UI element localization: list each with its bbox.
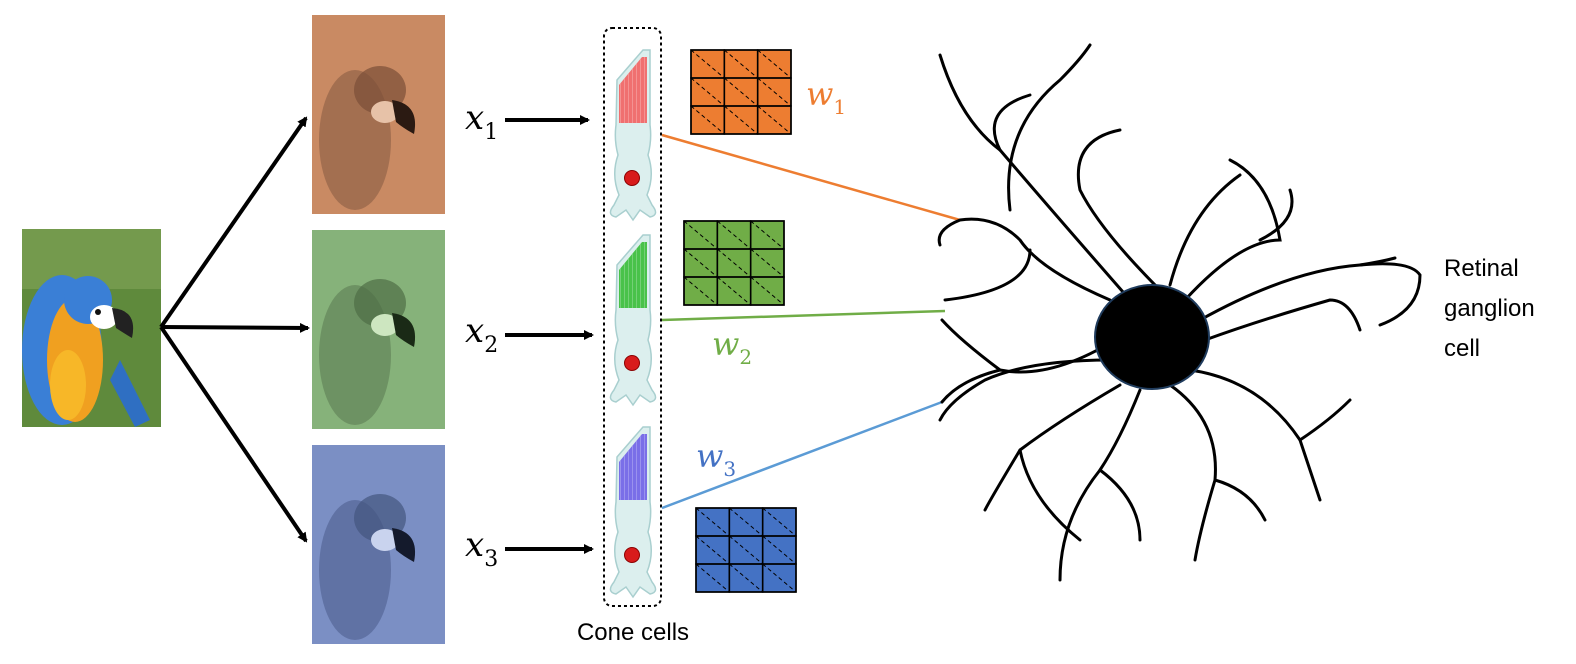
svg-text:x3: x3 (465, 525, 498, 572)
cone-cells-label: Cone cells (577, 619, 689, 646)
ganglion-label-line-3: cell (1444, 335, 1480, 362)
cone-nucleus-2 (624, 355, 640, 371)
connection-line-3 (661, 400, 943, 510)
weight-grid-1 (690, 49, 792, 135)
split-arrows (159, 116, 310, 543)
svg-text:w3: w3 (696, 437, 736, 481)
arrow-to-green-channel (160, 322, 310, 333)
svg-text:w1: w1 (806, 75, 846, 119)
svg-text:x2: x2 (465, 311, 498, 358)
cone-cells-box (603, 27, 662, 607)
blue-channel-image (312, 445, 445, 644)
red-channel-image (312, 15, 445, 214)
connection-line-2 (661, 309, 946, 322)
arrow-to-blue-channel (159, 325, 308, 543)
svg-text:w2: w2 (712, 325, 752, 369)
ganglion-soma (1094, 284, 1210, 390)
dendrites (937, 43, 1422, 582)
arrow-to-red-channel (159, 116, 308, 329)
svg-text:x1: x1 (465, 98, 498, 145)
connection-line-1 (661, 133, 961, 222)
ganglion-label-line-1: Retinal (1444, 255, 1519, 282)
input-label-x1: x1 (465, 98, 498, 145)
input-label-x2: x2 (465, 311, 498, 358)
retinal-ganglion-cell (937, 43, 1422, 582)
cone-cell-2 (609, 234, 657, 407)
weight-grids (683, 49, 797, 593)
weight-label-w3: w3 (696, 437, 736, 481)
cone-cells (609, 49, 657, 599)
cone-nucleus-3 (624, 547, 640, 563)
weight-label-w2: w2 (712, 325, 752, 369)
weight-grid-3 (695, 507, 797, 593)
input-arrows (505, 115, 594, 554)
original-parrot-image (22, 229, 161, 427)
cone-cell-3 (609, 426, 657, 599)
cone-nucleus-1 (624, 170, 640, 186)
cone-cell-1 (609, 49, 657, 222)
weight-grid-2 (683, 220, 785, 306)
input-label-x3: x3 (465, 525, 498, 572)
weight-label-w1: w1 (806, 75, 846, 119)
ganglion-label-line-2: ganglion (1444, 295, 1535, 322)
green-channel-image (312, 230, 445, 429)
